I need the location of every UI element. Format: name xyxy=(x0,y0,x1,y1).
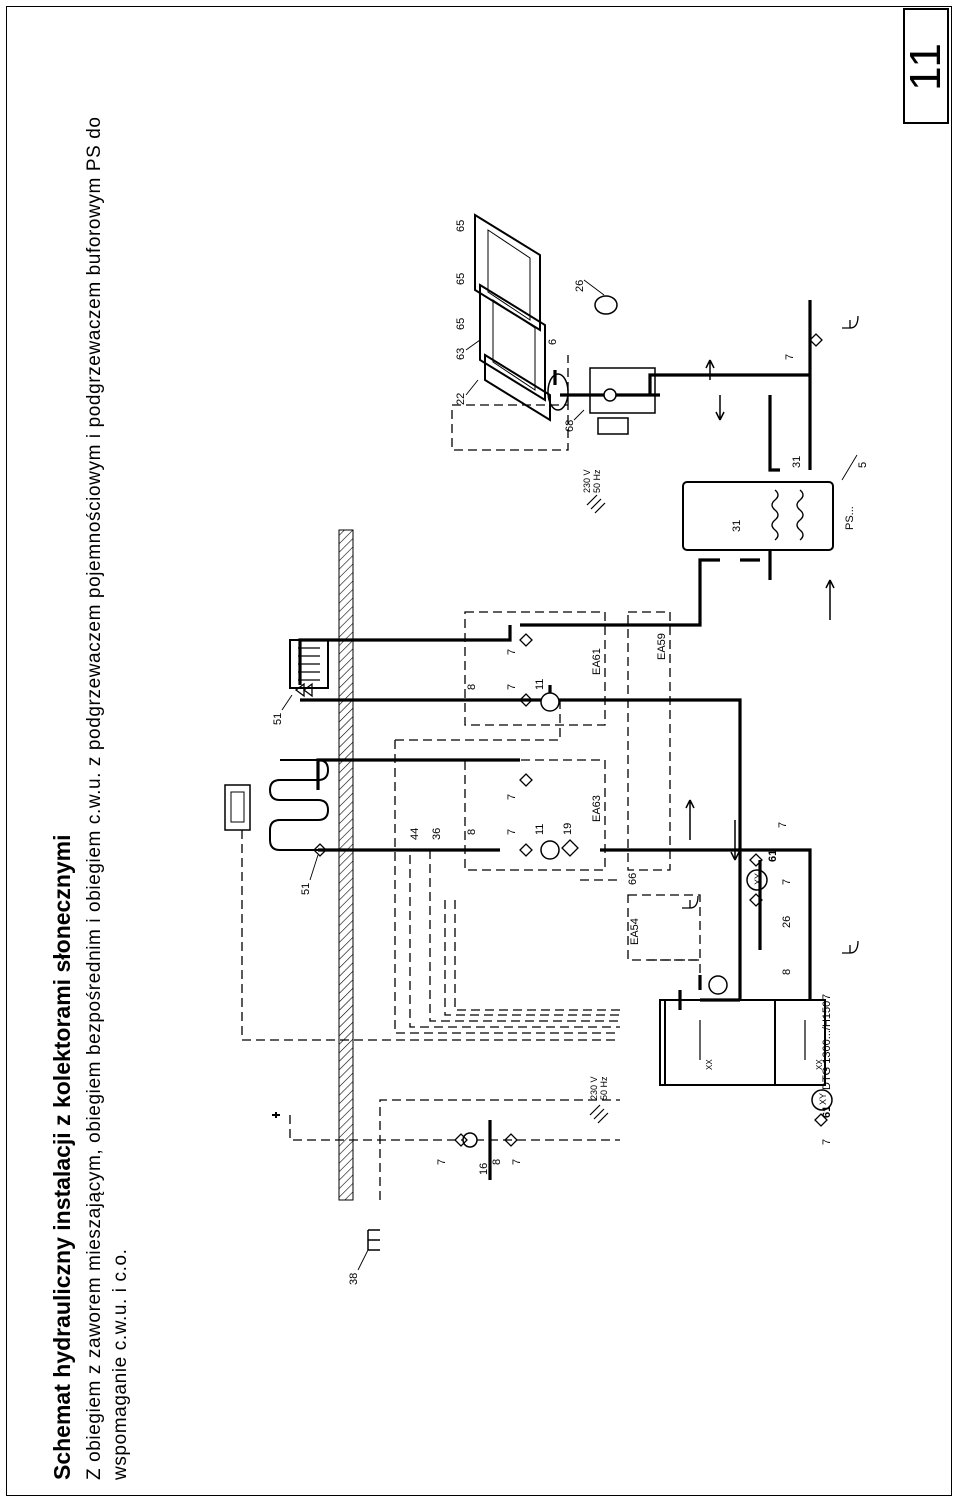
label-11a: 11 xyxy=(534,824,546,835)
underfloor-loop xyxy=(268,759,330,851)
label-7d: 7 xyxy=(821,994,833,1000)
wall-hatch xyxy=(338,529,354,1201)
label-26b: 26 xyxy=(574,280,586,292)
label-5: 5 xyxy=(857,462,869,468)
label-65b: 65 xyxy=(455,273,467,285)
label-36: 36 xyxy=(431,828,443,840)
label-51b: 51 xyxy=(272,713,284,725)
drain-funnel-2 xyxy=(842,315,859,329)
control-wiring xyxy=(241,355,701,1200)
power-mark-2 xyxy=(586,494,606,514)
label-7j: 7 xyxy=(506,649,518,655)
power-50hz-2: 50 Hz xyxy=(592,469,602,493)
label-68: 68 xyxy=(564,420,576,432)
label-6: 6 xyxy=(547,339,559,345)
label-7h: 7 xyxy=(506,794,518,800)
pumps xyxy=(462,388,728,1148)
power-230v-1: 230 V xyxy=(589,1076,599,1100)
sensor-outdoor xyxy=(272,1112,280,1118)
drain-funnel-1 xyxy=(842,940,859,954)
box-ea54: EA54 xyxy=(629,918,641,945)
label-19: 19 xyxy=(562,823,574,835)
label-61b: 61 xyxy=(767,850,779,862)
storage-tank xyxy=(682,481,834,551)
solar-controller xyxy=(597,417,629,435)
label-51a: 51 xyxy=(300,883,312,895)
label-31b: 31 xyxy=(791,456,803,468)
label-7f: 7 xyxy=(777,822,789,828)
room-controller xyxy=(224,784,251,831)
label-22: 22 xyxy=(455,393,467,405)
boiler-label: DTG 1300.../H150 xyxy=(821,1001,833,1090)
expansion-vessel-solar xyxy=(547,373,569,411)
label-63: 63 xyxy=(455,348,467,360)
valves xyxy=(294,333,828,1147)
page-frame xyxy=(6,6,952,1496)
room-controller-display xyxy=(230,791,245,823)
storage-label: PS... xyxy=(844,506,856,530)
drain-funnel-3 xyxy=(682,895,699,909)
solar-collectors xyxy=(474,213,551,422)
leader-lines xyxy=(281,279,858,1271)
expansion-vessel-2 xyxy=(594,295,618,315)
label-7b: 7 xyxy=(511,1159,523,1165)
power-50hz-1: 50 Hz xyxy=(599,1076,609,1100)
label-7i: 7 xyxy=(506,684,518,690)
solar-station xyxy=(589,367,656,414)
label-44: 44 xyxy=(409,828,421,840)
power-mark-1 xyxy=(589,1104,609,1124)
box-ea63: EA63 xyxy=(591,795,603,822)
label-7k: 7 xyxy=(784,354,796,360)
label-8b: 8 xyxy=(781,969,793,975)
label-65c: 65 xyxy=(455,220,467,232)
radiator-fins xyxy=(298,647,320,681)
label-11b: 11 xyxy=(534,679,546,690)
power-230v-2: 230 V xyxy=(582,469,592,493)
label-66: 66 xyxy=(627,873,639,885)
label-8c: 8 xyxy=(466,829,478,835)
boiler xyxy=(659,999,826,1086)
label-61a: 61 xyxy=(821,1106,833,1118)
label-65a: 65 xyxy=(455,318,467,330)
boiler-sensor-xx-2: XX xyxy=(815,1059,824,1070)
box-ea59: EA59 xyxy=(656,633,668,660)
page-number-box: 11 xyxy=(901,8,950,124)
label-16: 16 xyxy=(478,1163,490,1175)
label-26a: 26 xyxy=(781,916,793,928)
label-7g: 7 xyxy=(506,829,518,835)
label-38: 38 xyxy=(348,1273,360,1285)
label-31a: 31 xyxy=(731,520,743,532)
label-8d: 8 xyxy=(466,684,478,690)
boiler-sensor-xx-1: XX xyxy=(705,1059,714,1070)
mixing-valves xyxy=(746,869,833,1111)
component-labels: 38 51 51 44 36 7 16 8 7 230 V 50 Hz 7 61… xyxy=(272,220,869,1285)
valve-xy-1: XY xyxy=(753,873,763,885)
label-7a: 7 xyxy=(436,1159,448,1165)
valve-xy-2: XY xyxy=(818,1093,828,1105)
box-ea61: EA61 xyxy=(591,648,603,675)
label-7e: 7 xyxy=(781,879,793,885)
label-8a: 8 xyxy=(491,1159,503,1165)
radiator xyxy=(289,639,329,689)
wall-thermostat-38 xyxy=(367,1229,380,1251)
label-7c: 7 xyxy=(821,1139,833,1145)
flow-arrows xyxy=(685,359,835,861)
